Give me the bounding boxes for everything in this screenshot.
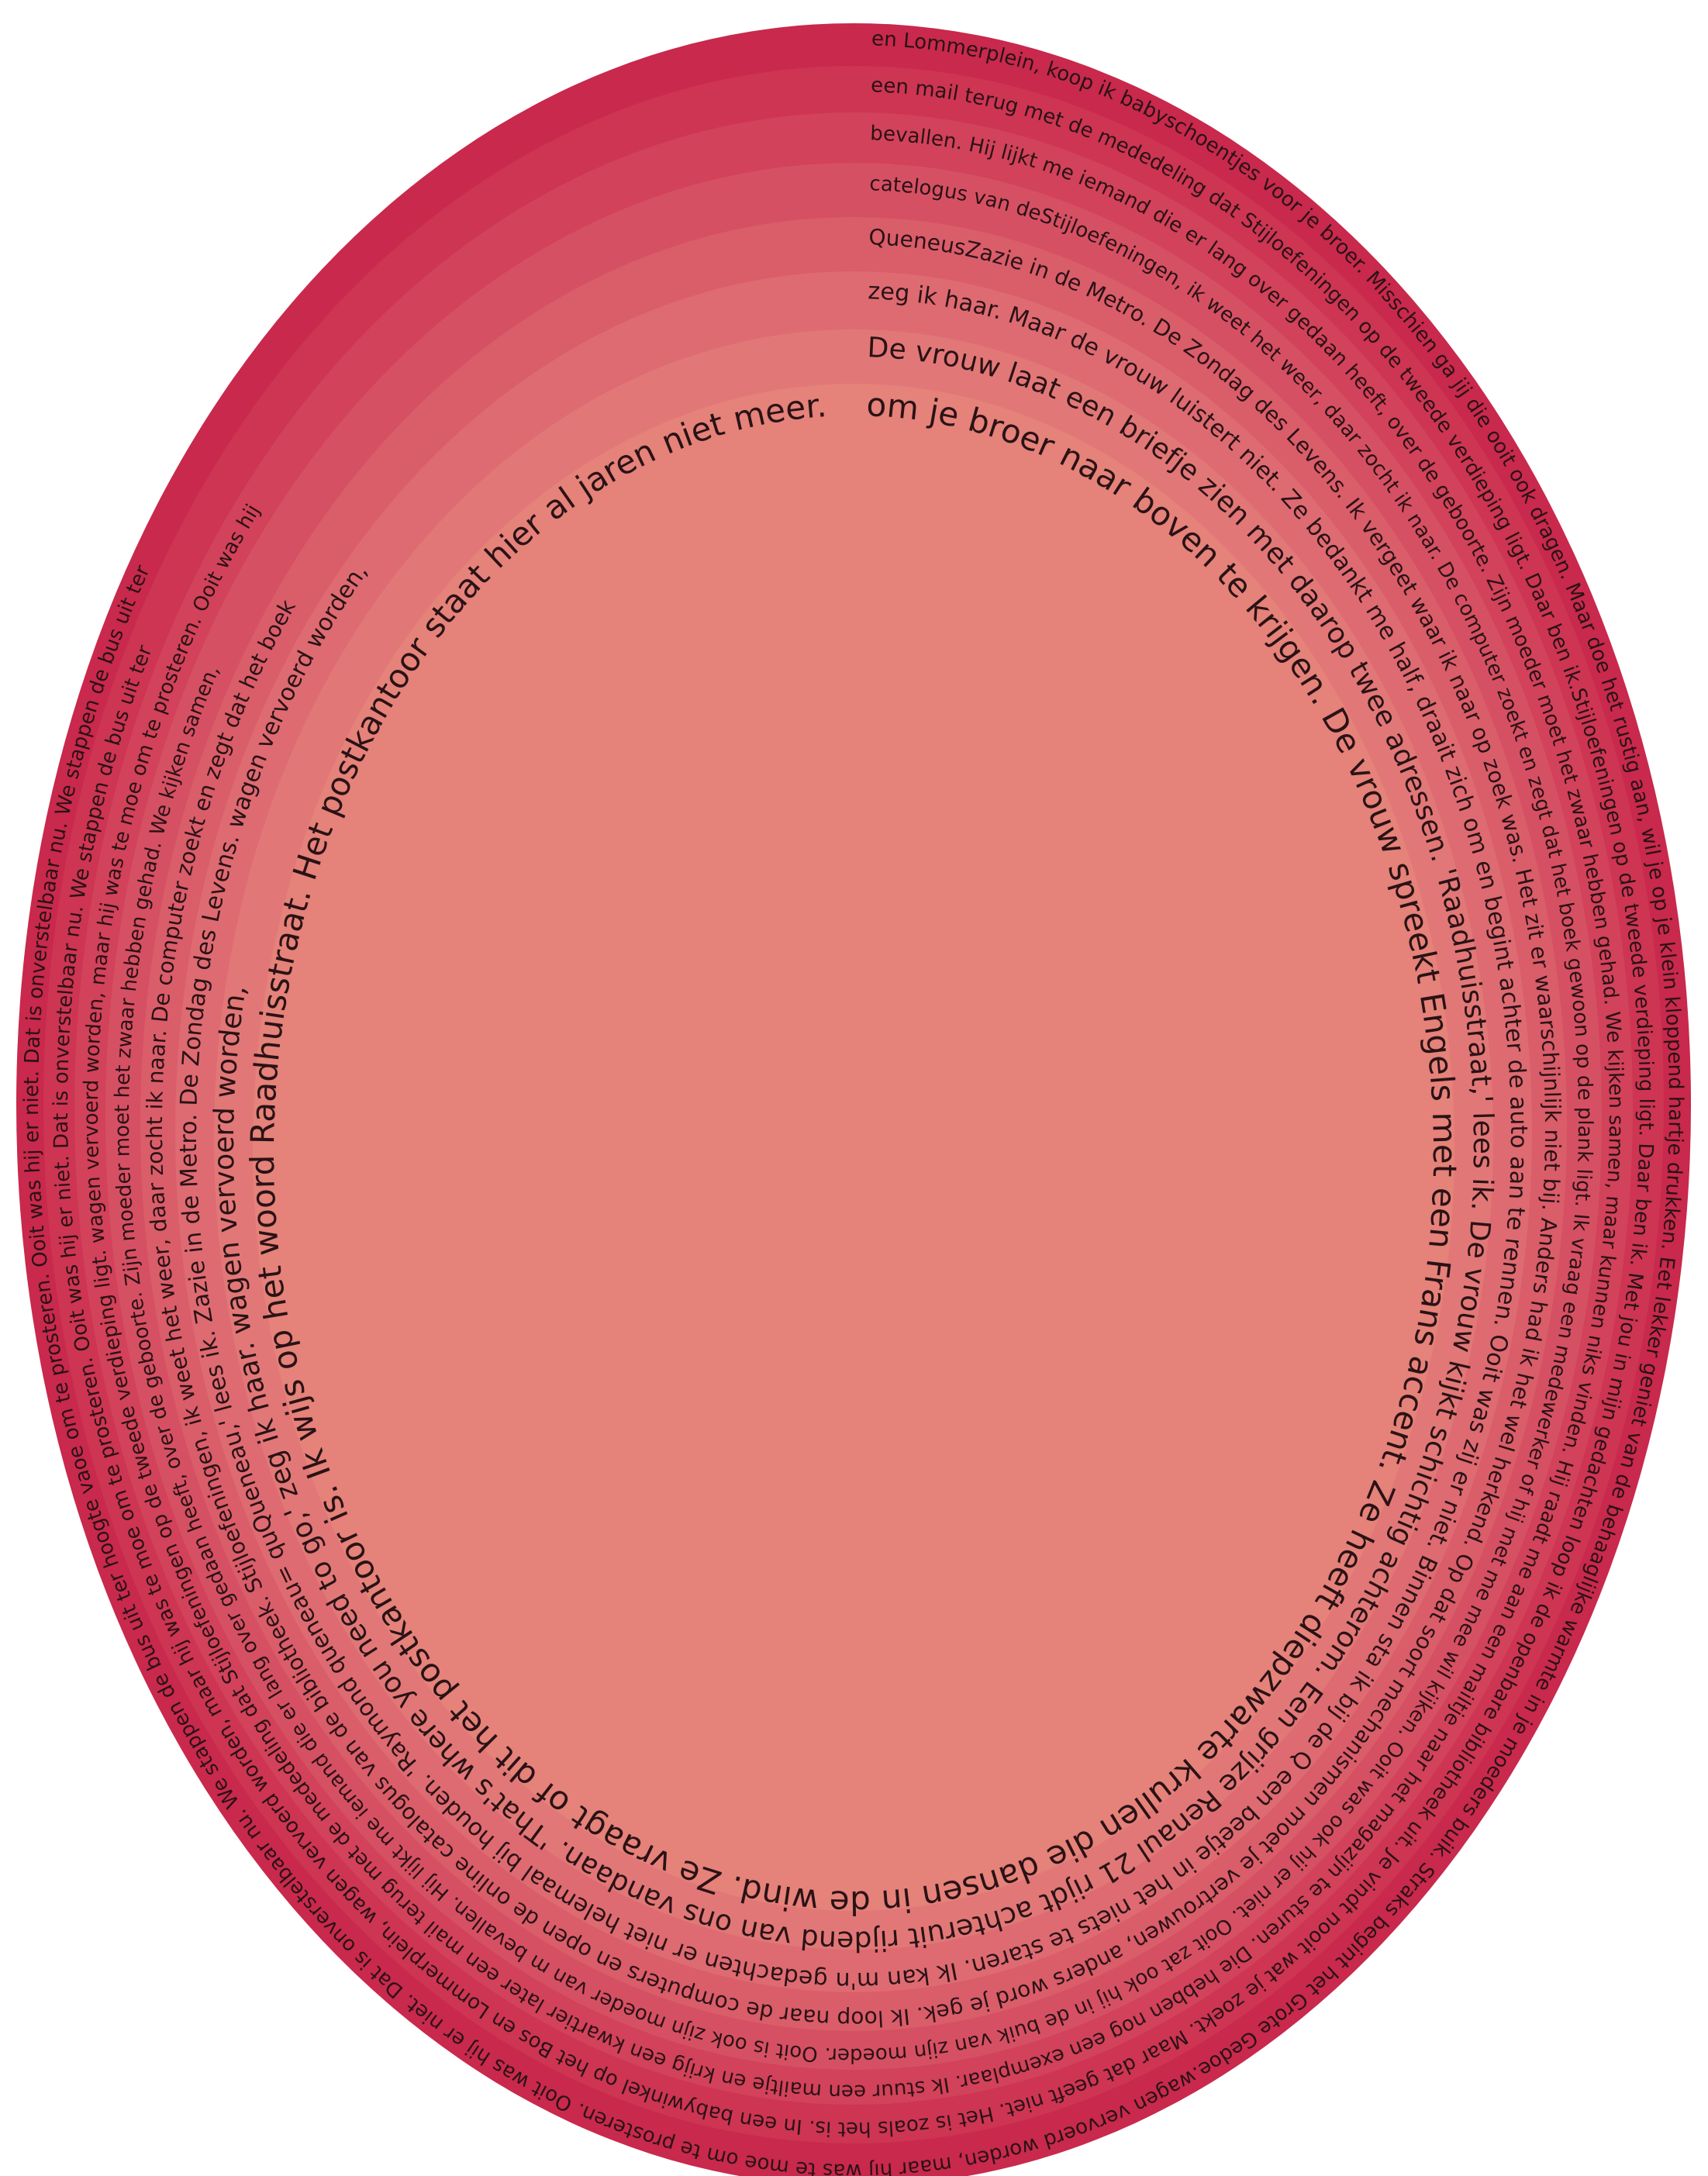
ring-band-8 <box>253 384 1454 1911</box>
ring-bands <box>16 23 1691 2176</box>
